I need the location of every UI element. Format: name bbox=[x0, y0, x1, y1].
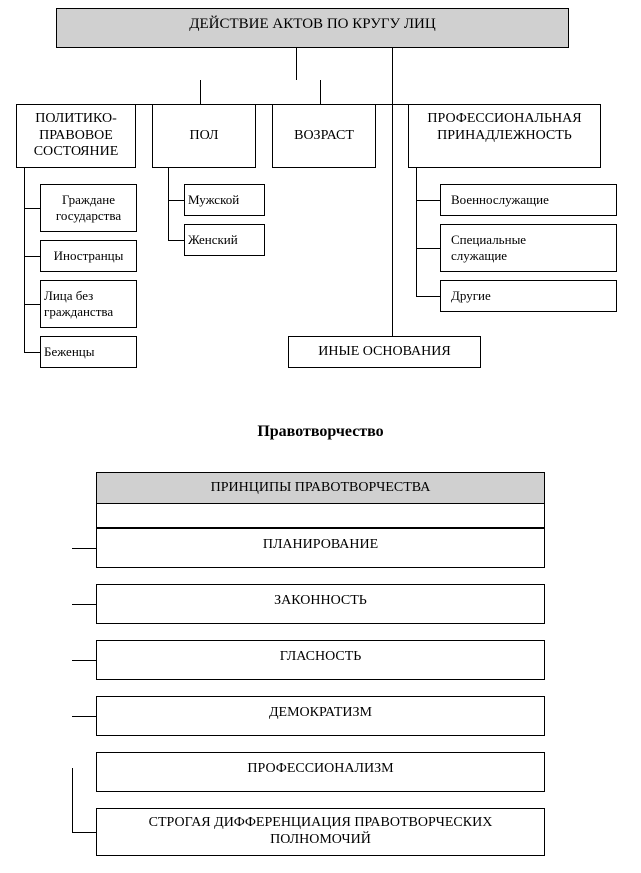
item-label: Мужской bbox=[188, 192, 240, 208]
connector bbox=[168, 240, 184, 241]
connector bbox=[200, 80, 201, 104]
principle-publicity: ГЛАСНОСТЬ bbox=[96, 640, 545, 680]
item-label: Иностранцы bbox=[53, 248, 124, 264]
branch-professional: ПРОФЕССИОНАЛЬНАЯ ПРИНАДЛЕЖНОСТЬ bbox=[408, 104, 601, 168]
connector bbox=[416, 296, 440, 297]
branch-sex: ПОЛ bbox=[152, 104, 256, 168]
principle-strict-differentiation: СТРОГАЯ ДИФФЕРЕНЦИАЦИЯ ПРАВОТВОРЧЕСКИХ П… bbox=[96, 808, 545, 856]
item-label: Беженцы bbox=[44, 344, 95, 360]
connector bbox=[72, 768, 73, 832]
branch-label: ВОЗРАСТ bbox=[294, 127, 354, 143]
branch-label: ПОЛ bbox=[189, 127, 219, 143]
professional-item-military: Военнослужащие bbox=[440, 184, 617, 216]
branch-other-grounds: ИНЫЕ ОСНОВАНИЯ bbox=[288, 336, 481, 368]
principles-title: ПРИНЦИПЫ ПРАВОТВОРЧЕСТВА bbox=[210, 479, 431, 495]
connector bbox=[24, 352, 40, 353]
principle-professionalism: ПРОФЕССИОНАЛИЗМ bbox=[96, 752, 545, 792]
connector bbox=[24, 168, 25, 352]
connector bbox=[72, 832, 96, 833]
connector bbox=[296, 48, 297, 80]
connector bbox=[24, 256, 40, 257]
branch-political-legal-status: ПОЛИТИКО- ПРАВОВОЕ СОСТОЯНИЕ bbox=[16, 104, 136, 168]
political-item-refugees: Беженцы bbox=[40, 336, 137, 368]
connector bbox=[168, 168, 169, 240]
item-label: Военнослужащие bbox=[451, 192, 549, 208]
sex-item-male: Мужской bbox=[184, 184, 265, 216]
connector bbox=[72, 548, 96, 549]
professional-item-special-servants: Специальные служащие bbox=[440, 224, 617, 272]
branch-label: ПРОФЕССИОНАЛЬНАЯ ПРИНАДЛЕЖНОСТЬ bbox=[427, 111, 582, 143]
connector bbox=[320, 80, 321, 104]
connector bbox=[72, 604, 96, 605]
principle-label: СТРОГАЯ ДИФФЕРЕНЦИАЦИЯ ПРАВОТВОРЧЕСКИХ П… bbox=[148, 815, 493, 847]
connector bbox=[416, 248, 440, 249]
principle-planning: ПЛАНИРОВАНИЕ bbox=[96, 528, 545, 568]
political-item-citizens: Граждане государства bbox=[40, 184, 137, 232]
connector bbox=[168, 200, 184, 201]
section-heading: Правотворчество bbox=[257, 423, 384, 440]
connector bbox=[72, 660, 96, 661]
sex-item-female: Женский bbox=[184, 224, 265, 256]
item-label: Лица без гражданства bbox=[44, 288, 114, 319]
item-label: Другие bbox=[451, 288, 491, 304]
principle-label: ПЛАНИРОВАНИЕ bbox=[262, 537, 379, 552]
branch-label: ИНЫЕ ОСНОВАНИЯ bbox=[318, 343, 451, 359]
connector bbox=[72, 716, 96, 717]
connector bbox=[24, 208, 40, 209]
principle-democracy: ДЕМОКРАТИЗМ bbox=[96, 696, 545, 736]
acts-scope-title: ДЕЙСТВИЕ АКТОВ ПО КРУГУ ЛИЦ bbox=[189, 16, 436, 32]
connector bbox=[24, 304, 40, 305]
connector bbox=[416, 168, 417, 296]
political-item-stateless: Лица без гражданства bbox=[40, 280, 137, 328]
principles-spacer-box bbox=[96, 503, 545, 528]
principle-label: ГЛАСНОСТЬ bbox=[279, 649, 362, 664]
branch-label: ПОЛИТИКО- ПРАВОВОЕ СОСТОЯНИЕ bbox=[33, 110, 119, 160]
connector bbox=[392, 48, 393, 340]
branch-age: ВОЗРАСТ bbox=[272, 104, 376, 168]
acts-scope-title-box: ДЕЙСТВИЕ АКТОВ ПО КРУГУ ЛИЦ bbox=[56, 8, 569, 48]
principle-label: ДЕМОКРАТИЗМ bbox=[269, 705, 372, 720]
professional-item-other: Другие bbox=[440, 280, 617, 312]
principle-label: ЗАКОННОСТЬ bbox=[274, 593, 367, 608]
item-label: Граждане государства bbox=[55, 192, 122, 223]
principle-label: ПРОФЕССИОНАЛИЗМ bbox=[247, 761, 394, 776]
item-label: Женский bbox=[188, 232, 238, 248]
political-item-foreigners: Иностранцы bbox=[40, 240, 137, 272]
connector bbox=[416, 200, 440, 201]
principle-legality: ЗАКОННОСТЬ bbox=[96, 584, 545, 624]
item-label: Специальные служащие bbox=[451, 232, 527, 263]
principles-title-box: ПРИНЦИПЫ ПРАВОТВОРЧЕСТВА bbox=[96, 472, 545, 504]
